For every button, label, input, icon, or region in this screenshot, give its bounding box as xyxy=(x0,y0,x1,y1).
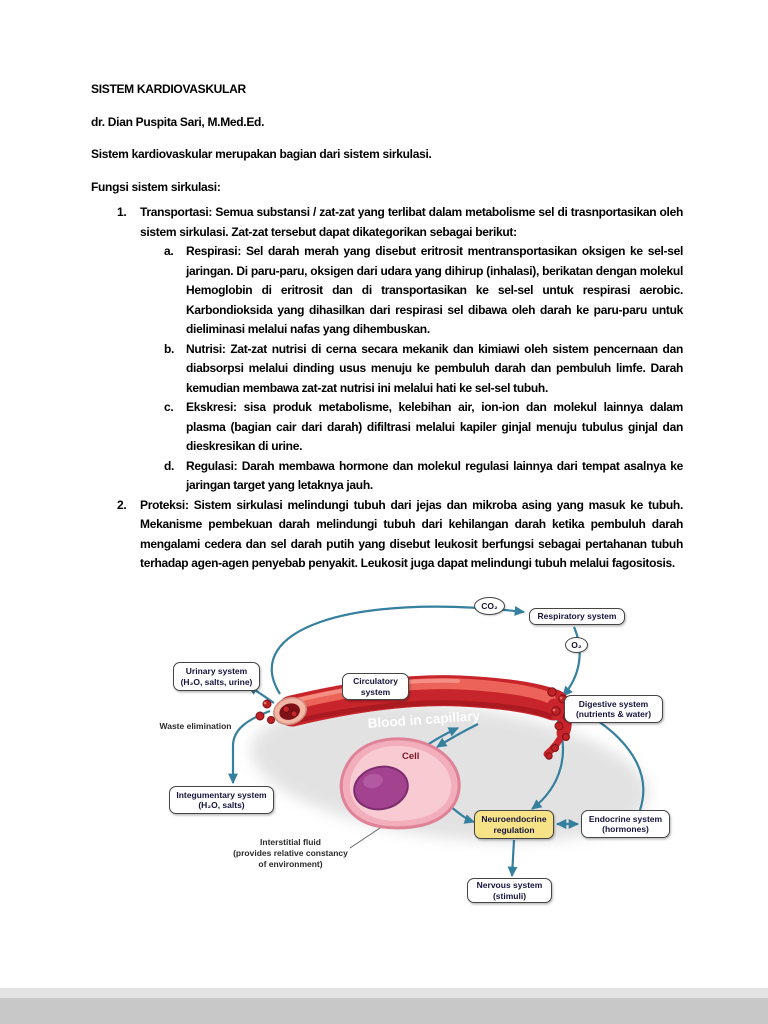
sublist-item-c-text: Ekskresi: sisa produk metabolisme, keleb… xyxy=(186,400,683,453)
list-item-1-text: Transportasi: Semua substansi / zat-zat … xyxy=(140,205,683,239)
circulatory-system-sublabel: system xyxy=(360,686,391,697)
urinary-system-box: Urinary system (H₂O, salts, urine) xyxy=(173,662,260,691)
circulation-diagram-art: Blood in capillary xyxy=(228,605,649,878)
cell-shape xyxy=(339,737,461,830)
arrow-neuroendocrine-to-nervous xyxy=(507,839,518,878)
integumentary-system-label: Integumentary system xyxy=(176,789,267,800)
urinary-system-label: Urinary system xyxy=(185,666,248,677)
numbered-list: 1. Transportasi: Semua substansi / zat-z… xyxy=(91,203,683,574)
circulation-diagram: Blood in capillary CO₂ O₂ Respiratory sy… xyxy=(140,590,685,920)
endocrine-system-sublabel: (hormones) xyxy=(602,824,649,834)
sublist-item-d: d. Regulasi: Darah membawa hormone dan m… xyxy=(140,457,683,496)
digestive-system-sublabel: (nutrients & water) xyxy=(575,709,652,719)
document-title: SISTEM KARDIOVASKULAR xyxy=(91,82,246,96)
endocrine-system-label: Endocrine system xyxy=(588,813,663,824)
list-item-2-text: Proteksi: Sistem sirkulasi melindungi tu… xyxy=(140,497,683,571)
section-heading: Fungsi sistem sirkulasi: xyxy=(91,179,221,194)
nervous-system-sublabel: (stimuli) xyxy=(492,890,527,901)
respiratory-system-box: Respiratory system xyxy=(529,608,625,625)
arrow-capillary-to-respiratory xyxy=(270,605,526,695)
interstitial-line-1: Interstitial fluid xyxy=(260,837,321,847)
integumentary-system-sublabel: (H₂O, salts) xyxy=(198,800,245,810)
intro-line: Sistem kardiovaskular merupakan bagian d… xyxy=(91,147,432,161)
co2-label: CO₂ xyxy=(481,601,498,611)
sublist-item-b-text: Nutrisi: Zat-zat nutrisi di cerna secara… xyxy=(186,341,683,395)
list-item-1: 1. Transportasi: Semua substansi / zat-z… xyxy=(91,203,683,496)
waste-elimination-label: Waste elimination xyxy=(159,721,232,731)
nervous-system-box: Nervous system (stimuli) xyxy=(467,878,552,903)
circulatory-system-box: Circulatory system xyxy=(342,673,409,700)
endocrine-system-box: Endocrine system (hormones) xyxy=(581,810,670,838)
interstitial-line-3: of environment) xyxy=(258,859,323,870)
list-item-1-marker: 1. xyxy=(117,205,127,219)
capillary-mouth xyxy=(273,696,307,726)
digestive-system-box: Digestive system (nutrients & water) xyxy=(564,695,663,723)
respiratory-system-label: Respiratory system xyxy=(537,611,617,622)
sublist-item-a: a. Respirasi: Sel darah merah yang diseb… xyxy=(140,242,683,340)
digestive-system-label: Digestive system xyxy=(578,698,649,709)
interstitial-fluid-label: Interstitial fluid (provides relative co… xyxy=(198,837,383,870)
sublist-item-c: c. Ekskresi: sisa produk metabolisme, ke… xyxy=(140,398,683,457)
sublist-item-b-marker: b. xyxy=(164,341,175,356)
sublist-item-b: b. Nutrisi: Zat-zat nutrisi di cerna sec… xyxy=(140,340,683,399)
page-bottom-edge xyxy=(0,988,768,1024)
integumentary-system-box: Integumentary system (H₂O, salts) xyxy=(169,786,274,814)
sublist-item-d-text: Regulasi: Darah membawa hormone dan mole… xyxy=(186,458,683,493)
sublist-item-a-marker: a. xyxy=(164,244,174,258)
co2-badge: CO₂ xyxy=(474,597,505,615)
arrow-respiratory-to-capillary xyxy=(562,626,581,697)
lettered-sublist: a. Respirasi: Sel darah merah yang diseb… xyxy=(140,242,683,496)
neuroendocrine-sublabel: regulation xyxy=(493,824,535,835)
list-item-2-marker: 2. xyxy=(117,497,127,512)
cell-label: Cell xyxy=(402,751,420,762)
neuroendocrine-regulation-box: Neuroendocrine regulation xyxy=(474,810,554,839)
list-item-2: 2. Proteksi: Sistem sirkulasi melindungi… xyxy=(91,496,683,574)
sublist-item-c-marker: c. xyxy=(164,400,174,414)
interstitial-line-2: (provides relative constancy xyxy=(233,848,348,859)
nervous-system-label: Nervous system xyxy=(476,880,543,891)
urinary-system-sublabel: (H₂O, salts, urine) xyxy=(180,676,253,687)
o2-label: O₂ xyxy=(571,640,582,650)
o2-badge: O₂ xyxy=(565,637,588,653)
document-body: SISTEM KARDIOVASKULAR dr. Dian Puspita S… xyxy=(91,80,683,574)
author-line: dr. Dian Puspita Sari, M.Med.Ed. xyxy=(91,114,265,129)
sublist-item-d-marker: d. xyxy=(164,458,175,473)
circulatory-system-label: Circulatory xyxy=(353,676,398,687)
neuroendocrine-label: Neuroendocrine xyxy=(481,814,547,825)
sublist-item-a-text: Respirasi: Sel darah merah yang disebut … xyxy=(186,244,683,336)
